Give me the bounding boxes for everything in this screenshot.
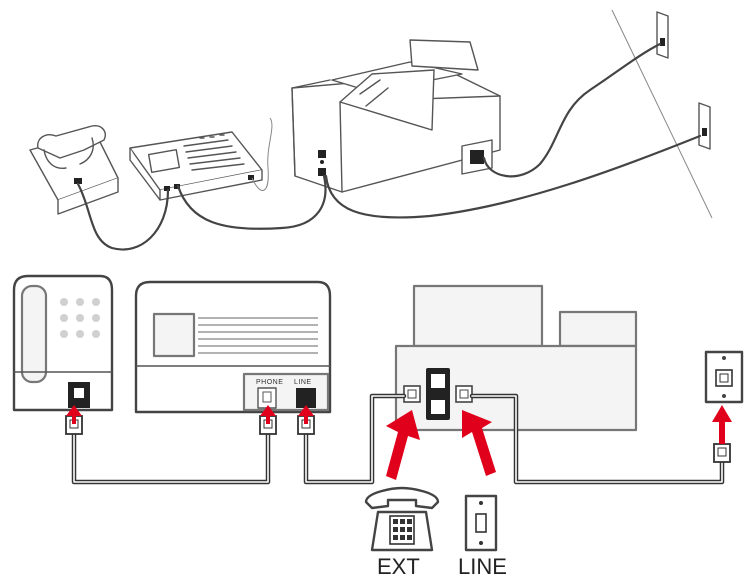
ext-telephone-icon: [364, 486, 440, 552]
connection-arrows: [66, 405, 732, 480]
wall-edge: [611, 9, 713, 219]
fax-line-port: [455, 385, 473, 403]
upper-wall-jack: [656, 11, 669, 59]
top-illustration: [29, 9, 713, 251]
phone-port: [257, 387, 277, 409]
bottom-cables: [71, 393, 725, 485]
line-label: LINE: [458, 554, 507, 579]
telephone-device: [12, 274, 114, 412]
top-cables: [76, 42, 702, 251]
keypad: [60, 298, 100, 338]
red-up-arrow-icon: [66, 405, 82, 424]
fax-ext-port: [403, 385, 421, 403]
lower-wall-jack: [698, 102, 711, 150]
red-up-arrow-icon: [298, 405, 314, 424]
phone-port-label: PHONE: [256, 379, 283, 386]
line-port: [296, 388, 316, 408]
red-up-arrow-icon: [712, 405, 732, 444]
speaker-grille: [198, 317, 318, 354]
answering-machine: [129, 131, 263, 201]
fax-machine-device: [394, 284, 638, 432]
rj11-plug-icon: [713, 443, 731, 463]
red-up-arrow-icon: [462, 410, 496, 476]
red-up-arrow-icon: [260, 405, 276, 424]
bottom-diagram: PHONE LINE: [12, 274, 744, 579]
red-up-arrow-icon: [386, 410, 420, 480]
answering-machine-device: PHONE LINE: [134, 280, 332, 414]
desk-telephone: [29, 125, 119, 215]
wall-jack-device: [704, 350, 744, 404]
printer: [291, 39, 501, 193]
line-wall-jack-icon: [464, 494, 498, 552]
rj11-plugs: [65, 415, 731, 463]
ext-label: EXT: [377, 554, 420, 579]
line-port-label: LINE: [294, 379, 312, 386]
